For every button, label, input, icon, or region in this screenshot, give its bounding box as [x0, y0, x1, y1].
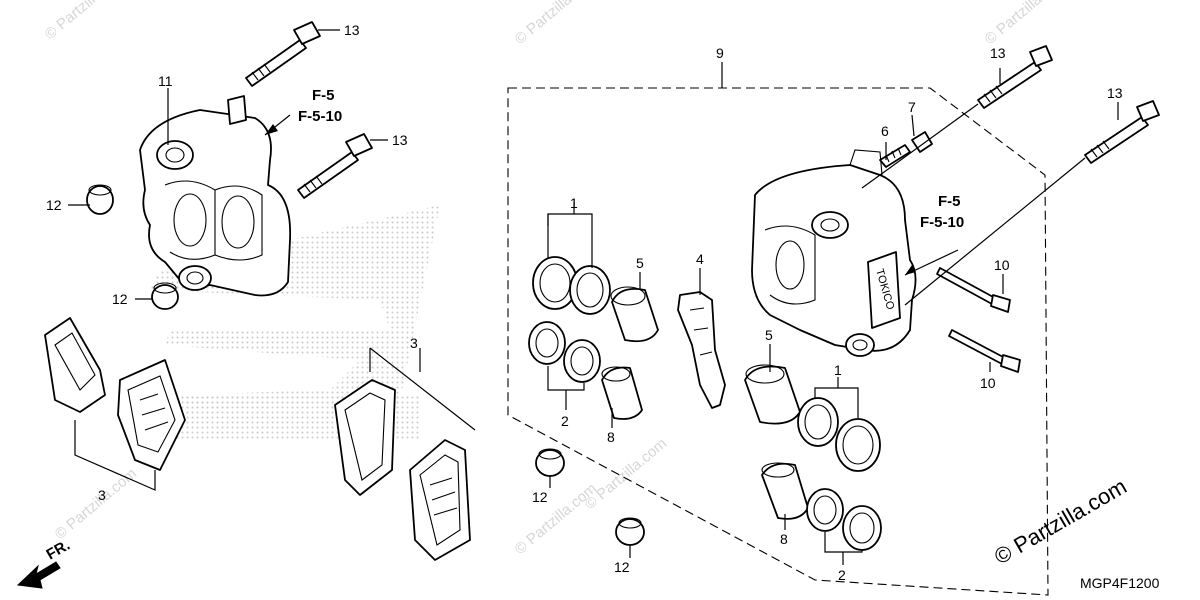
ref-right-sub: F-5-10	[920, 214, 964, 231]
piston-seals-lower	[797, 397, 881, 472]
kit-boundary	[507, 87, 1049, 596]
callout-8: 8	[780, 531, 788, 547]
right-bolt-upper	[977, 45, 1053, 109]
right-callout-lines	[547, 62, 1119, 565]
left-bolt-lower	[297, 133, 373, 199]
callout-2: 2	[561, 413, 569, 429]
watermark: © Partzilla.com	[52, 465, 140, 543]
ref-right-main: F-5	[938, 193, 961, 210]
callout-13: 13	[344, 22, 360, 38]
callout-8: 8	[607, 429, 615, 445]
piston-seals-upper	[532, 256, 611, 315]
callout-12: 12	[112, 291, 128, 307]
dust-seals-left	[528, 321, 601, 383]
front-label: FR.	[44, 537, 73, 564]
callout-4: 4	[696, 251, 704, 267]
callout-5: 5	[636, 255, 644, 271]
callout-3: 3	[410, 335, 418, 351]
piston-large-lower	[744, 364, 801, 425]
callout-5: 5	[765, 327, 773, 343]
callout-13: 13	[1107, 85, 1123, 101]
callout-10: 10	[980, 375, 996, 391]
left-bolt-upper	[245, 21, 321, 87]
callout-9: 9	[716, 45, 724, 61]
ref-left-sub: F-5-10	[298, 108, 342, 125]
left-brake-pads	[44, 317, 186, 471]
watermark: © Partzilla.com	[982, 0, 1070, 48]
callout-13: 13	[990, 45, 1006, 61]
left-grommet-upper	[86, 184, 114, 215]
front-direction-arrow-icon: FR.	[16, 537, 73, 589]
piston-large-upper	[610, 286, 659, 343]
pad-pin-lower	[948, 329, 1021, 373]
piston-small-lower	[761, 462, 809, 520]
copyright-label: © Partzilla.com	[990, 474, 1131, 570]
left-grommet-lower	[151, 282, 179, 310]
callout-12: 12	[614, 559, 630, 575]
callout-10: 10	[994, 257, 1010, 273]
callout-7: 7	[908, 99, 916, 115]
piston-small-left	[601, 366, 643, 420]
grommet-middle-upper	[535, 448, 565, 477]
callout-1: 1	[834, 362, 842, 378]
left-callout-lines	[68, 29, 476, 491]
callout-6: 6	[881, 123, 889, 139]
callout-1: 1	[570, 195, 578, 211]
right-caliper-body: TOKICO	[751, 149, 917, 357]
callout-3: 3	[98, 487, 106, 503]
watermark: © Partzilla.com	[42, 0, 130, 43]
watermark: © Partzilla.com	[512, 480, 600, 558]
right-bolt-lower	[1084, 100, 1160, 164]
callout-12: 12	[532, 489, 548, 505]
pad-spring	[677, 291, 726, 409]
dust-seals-lower	[806, 488, 882, 551]
callout-11: 11	[158, 73, 173, 89]
center-brake-pads	[334, 379, 471, 561]
left-caliper-body	[139, 95, 292, 297]
watermark: © Partzilla.com	[512, 0, 600, 48]
callout-13: 13	[392, 132, 408, 148]
callout-2: 2	[838, 567, 846, 583]
watermark: © Partzilla.com	[582, 435, 670, 513]
ref-left-main: F-5	[312, 87, 335, 104]
diagram-code: MGP4F1200	[1080, 575, 1160, 591]
pad-pin-upper	[936, 267, 1011, 313]
callout-12: 12	[46, 197, 62, 213]
grommet-middle-lower	[615, 517, 645, 546]
